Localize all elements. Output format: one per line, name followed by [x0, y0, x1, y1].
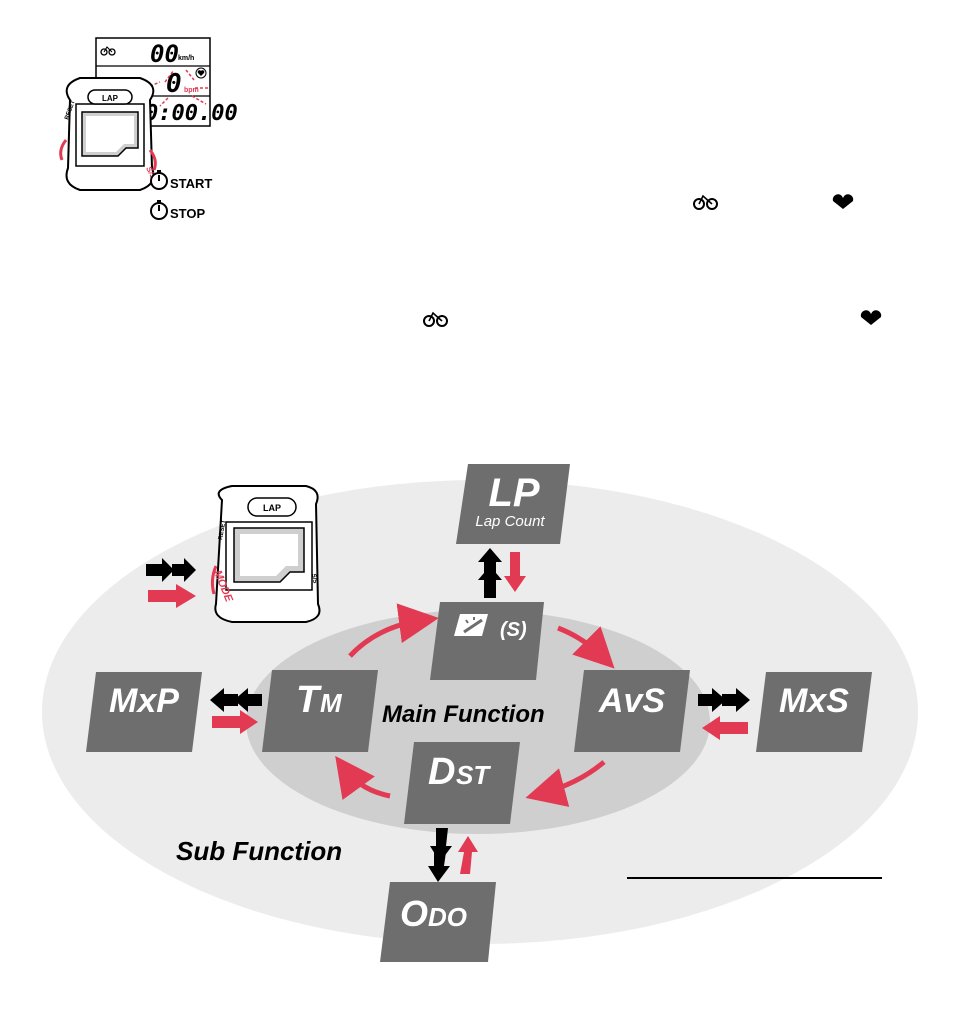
- heart-icon: [832, 194, 854, 209]
- bicycle-icon: [423, 311, 448, 327]
- mode-button[interactable]: [210, 565, 218, 595]
- arrow-odo-to-dst: [458, 836, 478, 874]
- heart-icon: [860, 310, 882, 325]
- diagram-watch-illustration: LAP RESET S/S MODE: [210, 485, 321, 623]
- elapsed-time-value: 0:00.00: [145, 101, 238, 126]
- red-arrow-legend: [148, 584, 196, 608]
- heart-indicator-icon: [195, 67, 207, 79]
- tile-current-speed[interactable]: (S): [430, 602, 544, 680]
- tile-average-speed[interactable]: AvS: [574, 670, 690, 752]
- arrow-lp-to-speed: [504, 552, 526, 592]
- lap-button[interactable]: [247, 497, 297, 517]
- stopwatch-icon: [150, 200, 168, 220]
- lap-button-label: LAP: [263, 503, 281, 513]
- stop-label: STOP: [170, 206, 205, 221]
- arrow-mxs-to-avs: [702, 716, 748, 740]
- watch-illustration: LAP RESET S/S: [59, 77, 158, 191]
- arrow-tm-to-speed: [348, 603, 439, 658]
- tile-trip-distance-big: D: [428, 751, 455, 793]
- tile-lap-count-title: LP: [488, 471, 539, 515]
- stopwatch-icon: [150, 170, 168, 190]
- side-button-left[interactable]: [59, 139, 68, 161]
- tile-trip-distance-small: ST: [456, 760, 491, 790]
- arrow-dst-to-odo: [428, 828, 452, 882]
- arrow-speed-to-lp: [478, 548, 502, 598]
- arrow-avs-to-mxs: [698, 688, 750, 712]
- tile-odometer[interactable]: O DO: [380, 882, 496, 962]
- reset-label: RESET: [218, 519, 227, 540]
- heart-rate-value: 0: [166, 69, 182, 99]
- flash-marks: [149, 69, 210, 107]
- tile-average-speed-label: AvS: [598, 682, 665, 720]
- tile-trip-distance[interactable]: D ST: [404, 742, 520, 824]
- side-button-right[interactable]: [148, 149, 157, 171]
- start-stop-label: S/S: [310, 573, 318, 584]
- heart-rate-unit: bpm: [184, 87, 199, 94]
- lap-button[interactable]: [87, 89, 133, 105]
- black-double-arrow-legend: [146, 558, 196, 582]
- tile-odometer-big: O: [400, 893, 428, 934]
- tile-current-speed-label: (S): [500, 619, 527, 641]
- tile-max-pulse[interactable]: MxP: [86, 672, 202, 752]
- tile-trip-time[interactable]: T M: [262, 670, 378, 752]
- arrow-mxp-to-tm: [212, 710, 258, 734]
- bicycle-icon: [100, 46, 116, 56]
- speed-value: 00: [150, 40, 179, 68]
- main-function-label: Main Function: [382, 701, 545, 728]
- start-label: START: [170, 176, 212, 191]
- main-cycle-arrows: [335, 603, 615, 807]
- tile-max-speed[interactable]: MxS: [756, 672, 872, 752]
- tile-lap-count-subtitle: Lap Count: [475, 513, 545, 530]
- top-device-panel: 00 km/h 0 bpm 0:00.00 LAP RES: [59, 37, 238, 221]
- tile-trip-time-big: T: [296, 679, 322, 721]
- bicycle-icon: [693, 194, 718, 210]
- arrow-speed-to-avs: [557, 625, 615, 669]
- tile-trip-time-small: M: [320, 688, 343, 718]
- arrow-tm-to-mxp: [210, 688, 262, 712]
- sub-function-label: Sub Function: [176, 836, 342, 866]
- tile-max-speed-label: MxS: [779, 682, 849, 720]
- speed-unit: km/h: [178, 55, 194, 62]
- arrow-dst-to-tm: [335, 755, 391, 800]
- tile-odometer-small: DO: [428, 902, 467, 932]
- tile-lap-count[interactable]: LP Lap Count: [456, 464, 570, 544]
- tile-max-pulse-label: MxP: [109, 682, 179, 720]
- lap-button-label: LAP: [102, 94, 119, 103]
- arrow-avs-to-dst: [525, 760, 606, 807]
- speedometer-icon: [454, 614, 488, 636]
